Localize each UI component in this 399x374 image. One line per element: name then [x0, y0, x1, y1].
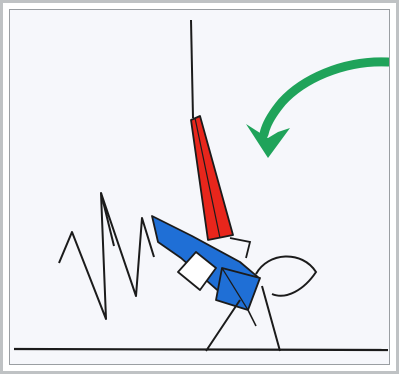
leg-joint [248, 310, 256, 326]
right-loop [256, 256, 316, 295]
wedge-bracket [230, 238, 250, 258]
red-wedge [191, 116, 233, 240]
hanging-thread [191, 20, 193, 118]
ground-line [14, 349, 388, 350]
sketch-canvas [9, 9, 390, 365]
curved-arrow-icon [246, 62, 388, 158]
sketch-svg [10, 10, 390, 365]
left-leg [206, 300, 240, 351]
